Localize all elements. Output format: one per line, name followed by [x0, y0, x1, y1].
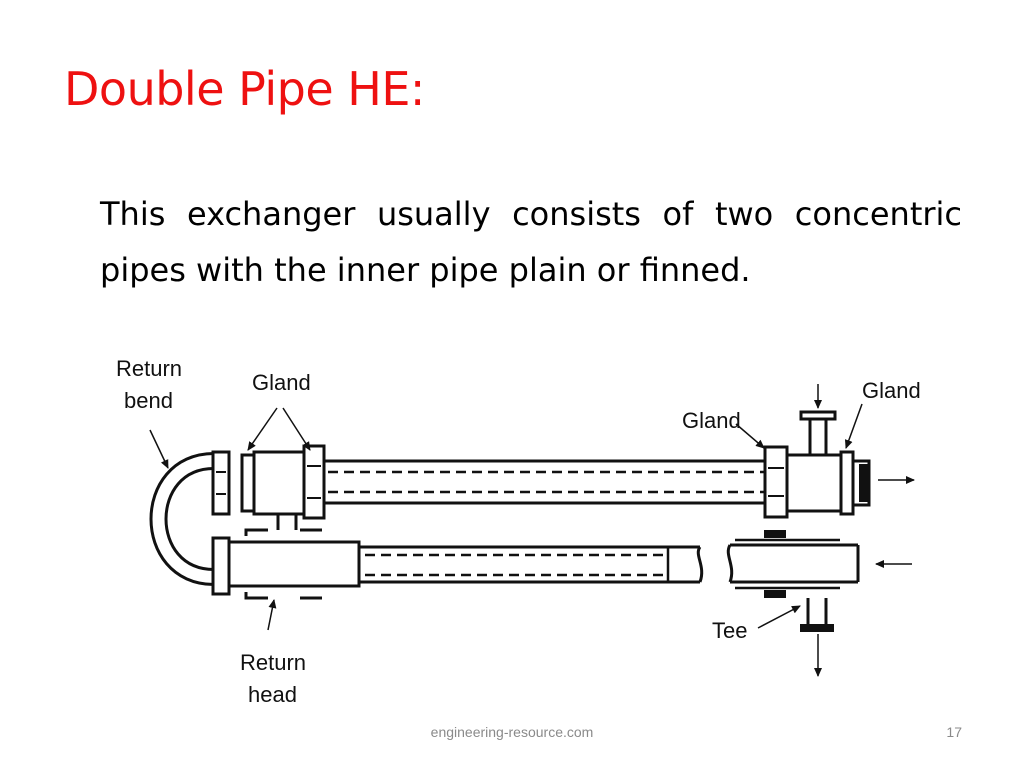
- label-return-head-line1: Return: [240, 650, 306, 675]
- lower-right-pipe-section: [726, 530, 860, 598]
- label-return-head-line2: head: [248, 682, 297, 707]
- slide-title: Double Pipe HE:: [64, 62, 425, 116]
- upper-tee-nozzle: [799, 410, 837, 455]
- label-return-bend-line1: Return: [116, 356, 182, 381]
- label-tee: Tee: [712, 618, 747, 643]
- label-return-bend-line2: bend: [124, 388, 173, 413]
- label-gland-right: Gland: [862, 378, 921, 403]
- upper-outer-pipe: [325, 459, 765, 505]
- lower-tee-nozzle: [800, 598, 834, 632]
- label-gland-left: Gland: [252, 370, 311, 395]
- return-head: [211, 528, 361, 600]
- page-number: 17: [946, 724, 962, 740]
- label-gland-mid: Gland: [682, 408, 741, 433]
- slide-body-text: This exchanger usually consists of two c…: [100, 195, 962, 289]
- footer-source: engineering-resource.com: [430, 724, 594, 740]
- lower-inner-pipe: [357, 542, 704, 586]
- left-upper-gland-assembly: [211, 444, 326, 530]
- right-upper-gland-assembly: [763, 445, 871, 519]
